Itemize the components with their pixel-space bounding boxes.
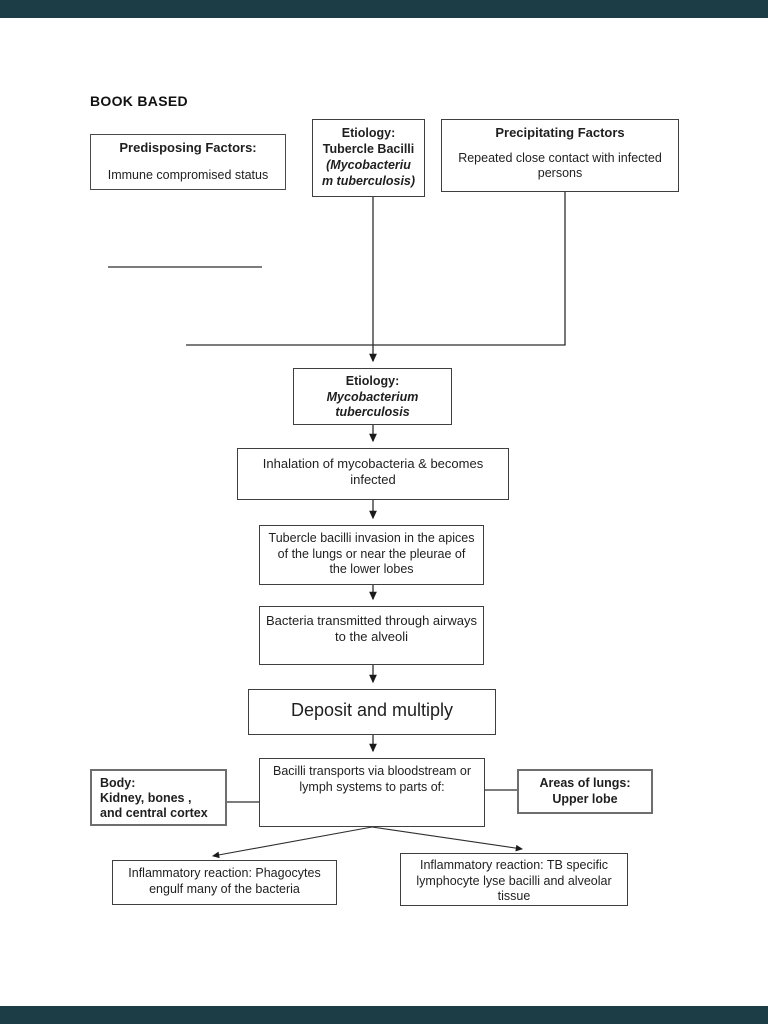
airways-box: Bacteria transmitted through airways to …: [259, 606, 484, 665]
box-line: Etiology:: [341, 126, 396, 140]
page-heading: BOOK BASED: [90, 93, 188, 109]
etiology-tubercle-box: Etiology: Tubercle Bacilli (Mycobacteriu…: [312, 119, 425, 197]
box-line: Bacteria transmitted through airways: [266, 613, 477, 628]
inflammatory-tb-box: Inflammatory reaction: TB specific lymph…: [400, 853, 628, 906]
viewer-bottom-bar: [0, 1006, 768, 1024]
box-line: lymph systems to parts of:: [299, 779, 445, 794]
box-line: Mycobacterium: [326, 389, 419, 404]
box-line: Body:: [100, 776, 136, 790]
box-line: Repeated close contact with infected: [458, 150, 662, 165]
invasion-box: Tubercle bacilli invasion in the apices …: [259, 525, 484, 585]
box-line: Bacilli transports via bloodstream or: [273, 764, 471, 778]
predisposing-factors-box: Predisposing Factors: Immune compromised…: [90, 134, 286, 190]
box-line: Immune compromised status: [107, 167, 269, 182]
box-title: Predisposing Factors:: [119, 140, 257, 155]
box-line: to the alveoli: [335, 629, 408, 644]
box-line: (Mycobacteriu: [326, 158, 411, 172]
inflammatory-phagocytes-box: Inflammatory reaction: Phagocytes engulf…: [112, 860, 337, 905]
box-line: Tubercle bacilli invasion in the apices: [268, 531, 475, 545]
box-line: Upper lobe: [552, 791, 618, 806]
precipitating-factors-box: Precipitating Factors Repeated close con…: [441, 119, 679, 192]
box-line: Deposit and multiply: [290, 700, 454, 720]
deposit-multiply-box: Deposit and multiply: [248, 689, 496, 735]
box-line: infected: [350, 472, 396, 487]
box-line: and central cortex: [100, 806, 208, 820]
box-line: Inflammatory reaction: Phagocytes: [128, 866, 321, 880]
box-line: the lower lobes: [329, 562, 414, 576]
bacilli-transport-box: Bacilli transports via bloodstream or ly…: [259, 758, 485, 827]
arrow-to-inflammatory-left: [211, 826, 373, 859]
box-line: Kidney, bones ,: [100, 791, 192, 805]
body-sites-box: Body: Kidney, bones , and central cortex: [90, 769, 227, 826]
box-line: Inhalation of mycobacteria & becomes: [262, 456, 484, 471]
box-line: lymphocyte lyse bacilli and alveolar: [416, 873, 612, 888]
box-line: persons: [537, 166, 583, 180]
box-line: Areas of lungs:: [539, 776, 631, 790]
box-line: of the lungs or near the pleurae of: [277, 546, 466, 561]
box-line: m tuberculosis): [321, 174, 416, 188]
etiology-mycobacterium-box: Etiology: Mycobacterium tuberculosis: [293, 368, 452, 425]
arrow-to-inflammatory-right: [371, 826, 524, 852]
box-line: Inflammatory reaction: TB specific: [419, 858, 609, 872]
box-title: Precipitating Factors: [495, 125, 625, 140]
inhalation-box: Inhalation of mycobacteria & becomes inf…: [237, 448, 509, 500]
viewer-top-bar: [0, 0, 768, 18]
box-line: tissue: [497, 889, 531, 903]
lung-areas-box: Areas of lungs: Upper lobe: [517, 769, 653, 814]
box-line: engulf many of the bacteria: [149, 881, 300, 896]
box-line: Etiology:: [345, 374, 400, 388]
box-line: Tubercle Bacilli: [322, 142, 415, 156]
box-line: tuberculosis: [335, 405, 410, 419]
